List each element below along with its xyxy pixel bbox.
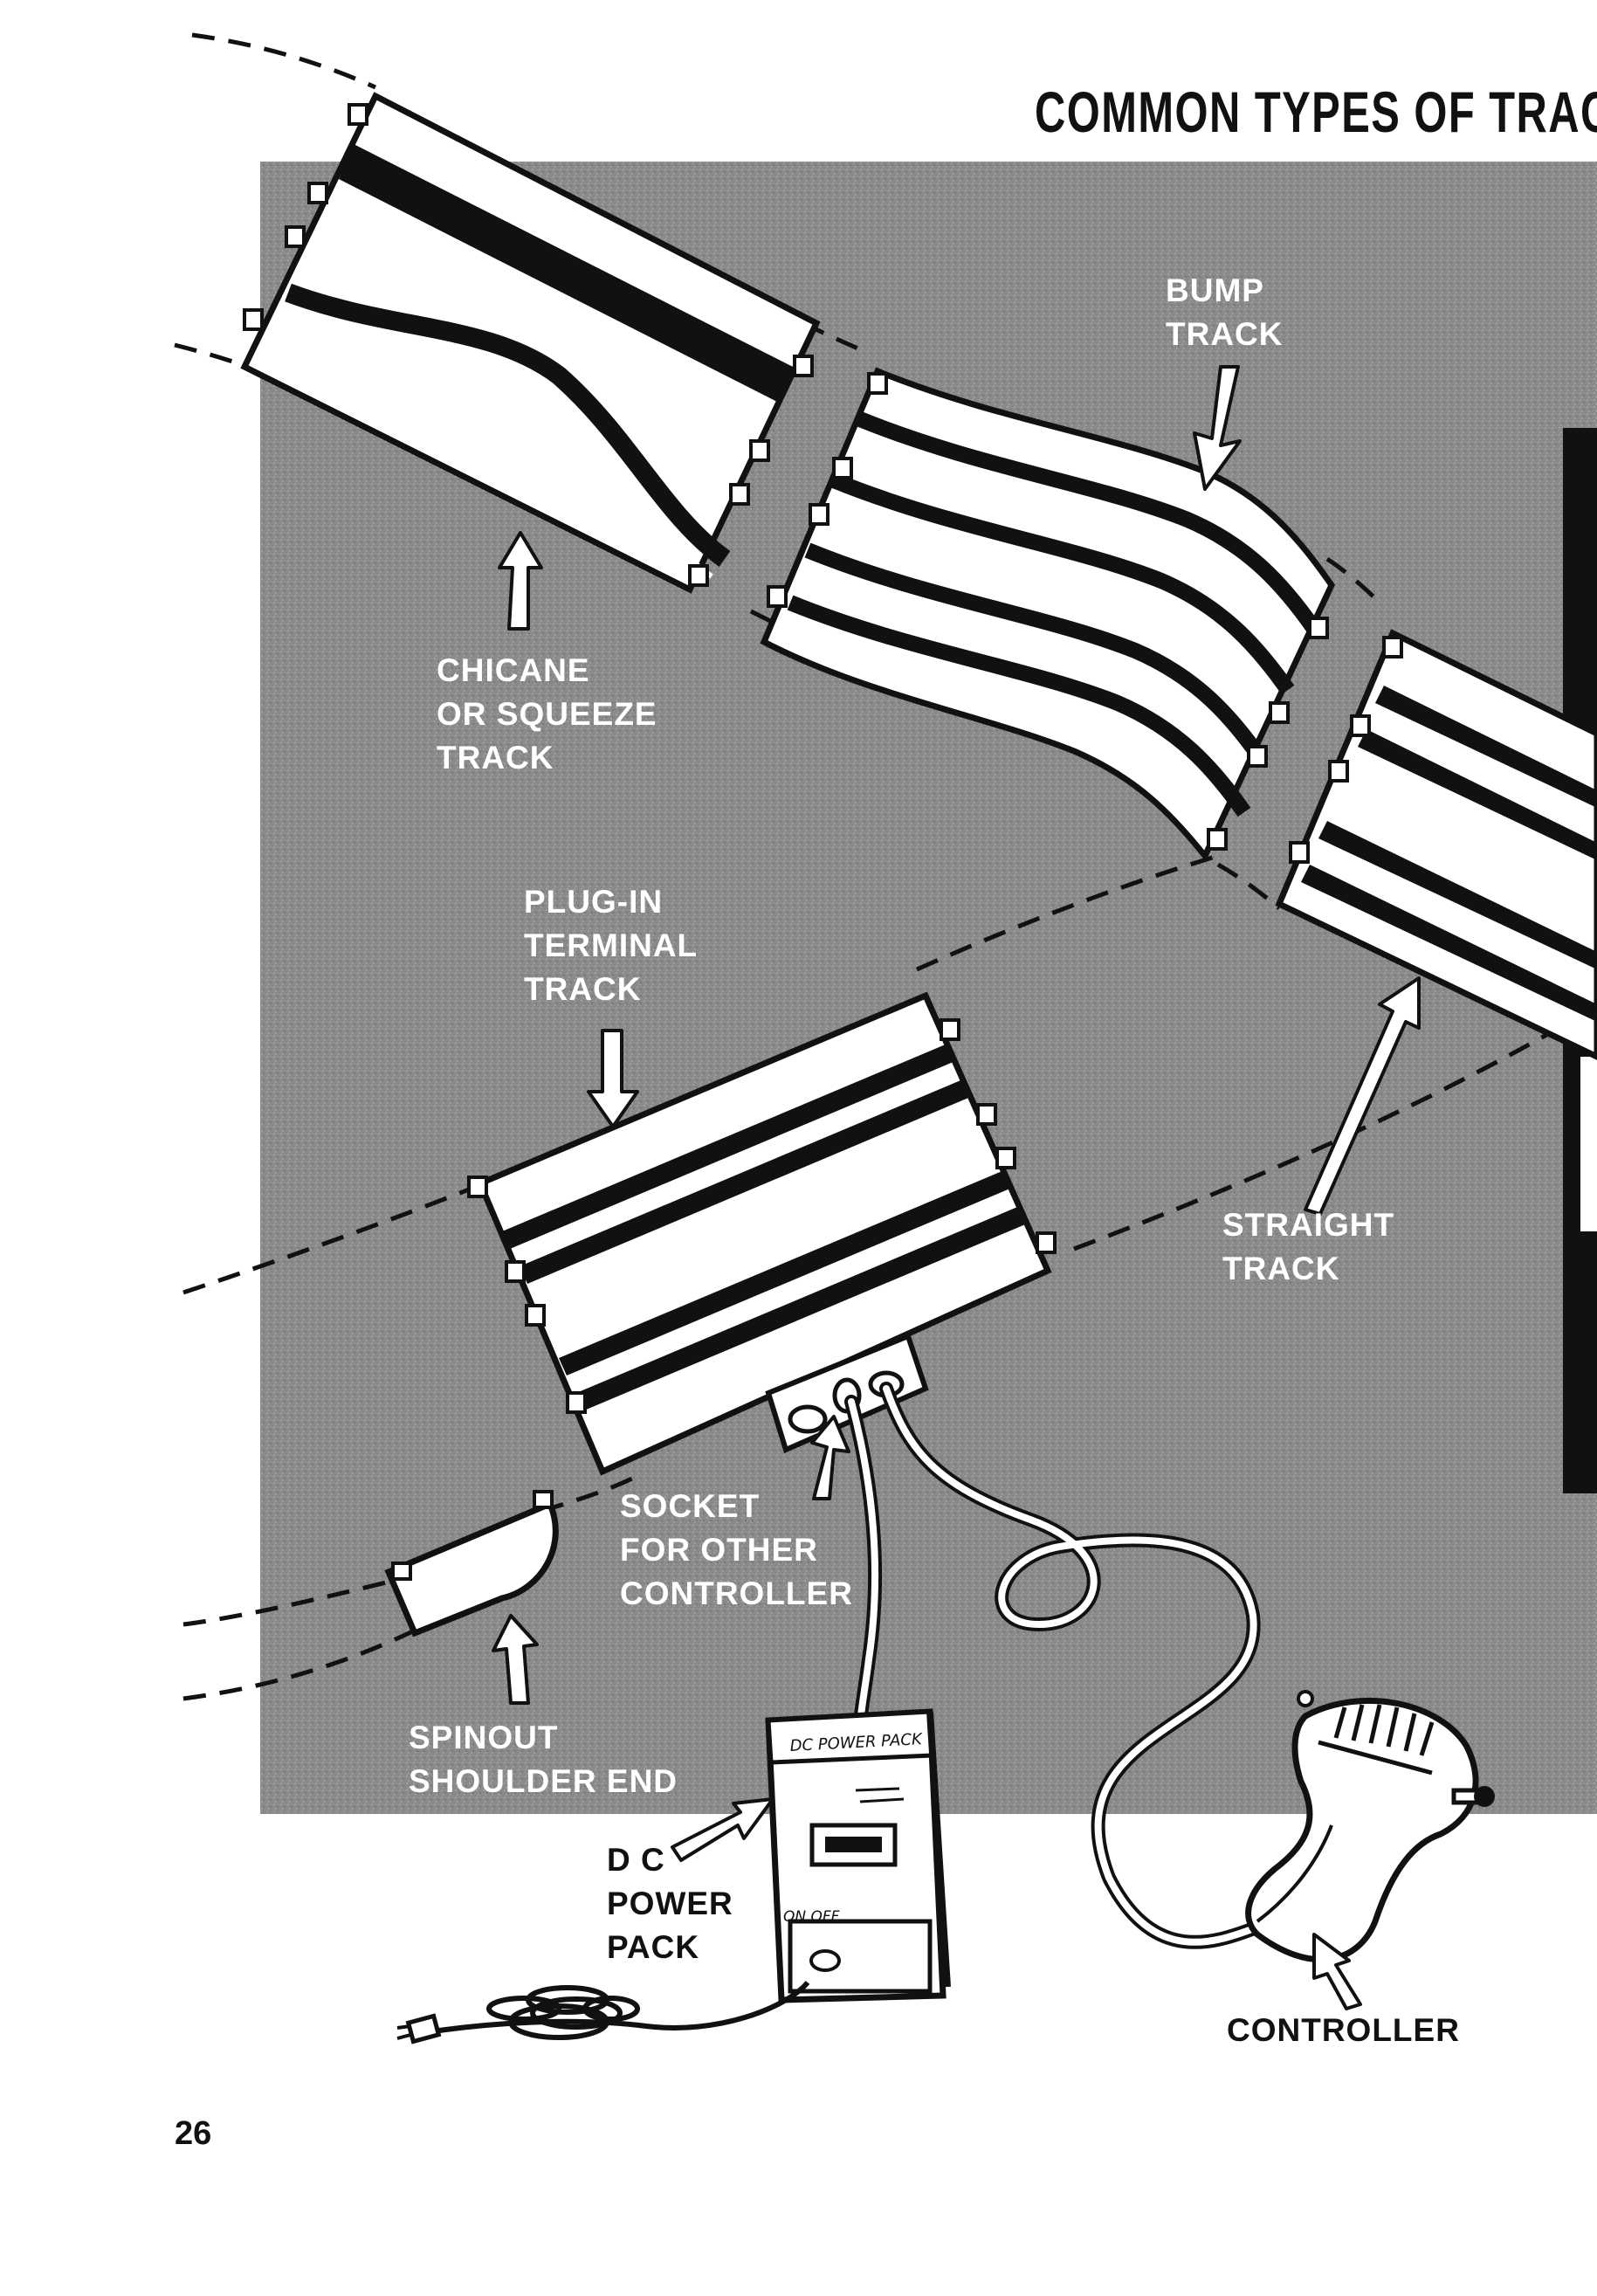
label-line: TRACK [1166, 316, 1284, 352]
label-line: POWER [607, 1886, 733, 1921]
label-line: SPINOUT [409, 1720, 559, 1755]
label-line: SOCKET [620, 1488, 761, 1524]
spinout-shoulder-end [384, 1490, 559, 1638]
bump-track-piece [760, 367, 1336, 862]
label-line: PACK [607, 1929, 700, 1965]
label-line: FOR OTHER [620, 1532, 818, 1568]
arrow-bump [1193, 365, 1242, 491]
arrow-plug-in [587, 1029, 639, 1128]
arrow-chicane [498, 531, 543, 631]
label-line: STRAIGHT [1222, 1207, 1395, 1243]
label-line: TRACK [437, 740, 554, 776]
label-controller: CONTROLLER [1227, 2012, 1460, 2048]
label-line: CHICANE [437, 652, 590, 688]
controller-device [1245, 1690, 1495, 1963]
page-number: 26 [175, 2115, 212, 2152]
arrow-straight [1304, 976, 1421, 1216]
label-line: D C [607, 1842, 665, 1878]
label-line: TERMINAL [524, 927, 699, 963]
page-title: COMMON TYPES OF TRACK [1035, 79, 1597, 144]
chicane-track-piece [240, 92, 821, 594]
label-line: TRACK [524, 971, 642, 1007]
arrow-spinout [492, 1614, 539, 1705]
label-line: OR SQUEEZE [437, 696, 657, 732]
label-line: CONTROLLER [620, 1575, 853, 1611]
label-line: SHOULDER END [409, 1763, 678, 1799]
power-pack-switch: ON OFF [783, 1908, 840, 1926]
arrow-power-pack [671, 1797, 774, 1862]
plug-in-terminal-track [467, 991, 1057, 1476]
dc-power-pack [765, 1708, 951, 2003]
arrow-socket [810, 1415, 850, 1500]
label-line: BUMP [1166, 272, 1264, 308]
label-line: PLUG-IN [524, 884, 664, 920]
straight-track-piece [1275, 629, 1597, 1060]
label-line: TRACK [1222, 1251, 1340, 1286]
arrow-controller [1312, 1933, 1362, 2010]
